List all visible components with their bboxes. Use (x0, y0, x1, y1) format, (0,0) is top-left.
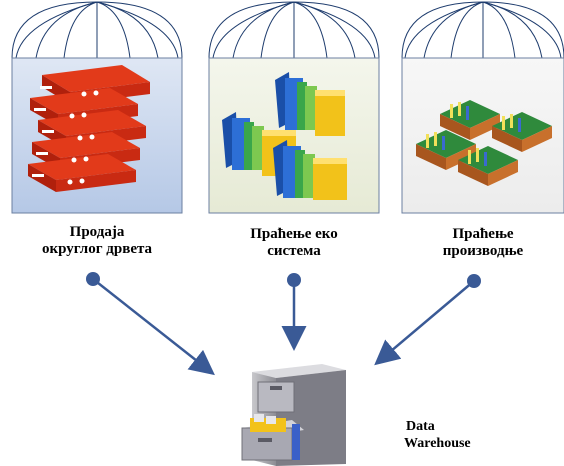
source-label-wood: Продаја округлог дрвета (12, 224, 182, 258)
source-label-prod-line1: Праћење (452, 226, 514, 242)
binder-labels (32, 86, 99, 185)
source-label-eco-line2: система (267, 243, 321, 259)
connector-arrows (86, 272, 481, 376)
data-warehouse-label: Data Warehouse (404, 418, 514, 452)
arrow-prod-to-dw (374, 274, 481, 366)
source-label-eco-line1: Праћење еко (250, 226, 338, 242)
folders-icon (222, 72, 347, 200)
red-binders-icon (28, 65, 150, 192)
filing-cabinet-icon (241, 364, 346, 466)
dome-wood (11, 1, 183, 59)
dome-prod (401, 1, 564, 59)
source-label-wood-line2: округлог дрвета (41, 241, 153, 257)
source-label-eco: Праћење еко система (209, 226, 379, 260)
data-warehouse-label-line1: Data (406, 419, 435, 434)
source-panel-eco (208, 1, 380, 214)
source-label-prod-line2: производње (442, 243, 524, 259)
source-panel-wood (11, 1, 183, 214)
arrow-wood-to-dw (86, 272, 215, 376)
dome-eco (208, 1, 380, 59)
data-warehouse-label-line2: Warehouse (404, 436, 471, 451)
source-label-prod: Праћење производње (402, 226, 564, 260)
arrow-eco-to-dw (281, 273, 307, 351)
source-panel-prod (401, 1, 564, 214)
card-boxes-icon (416, 100, 552, 186)
source-label-wood-line1: Продаја (69, 224, 125, 240)
